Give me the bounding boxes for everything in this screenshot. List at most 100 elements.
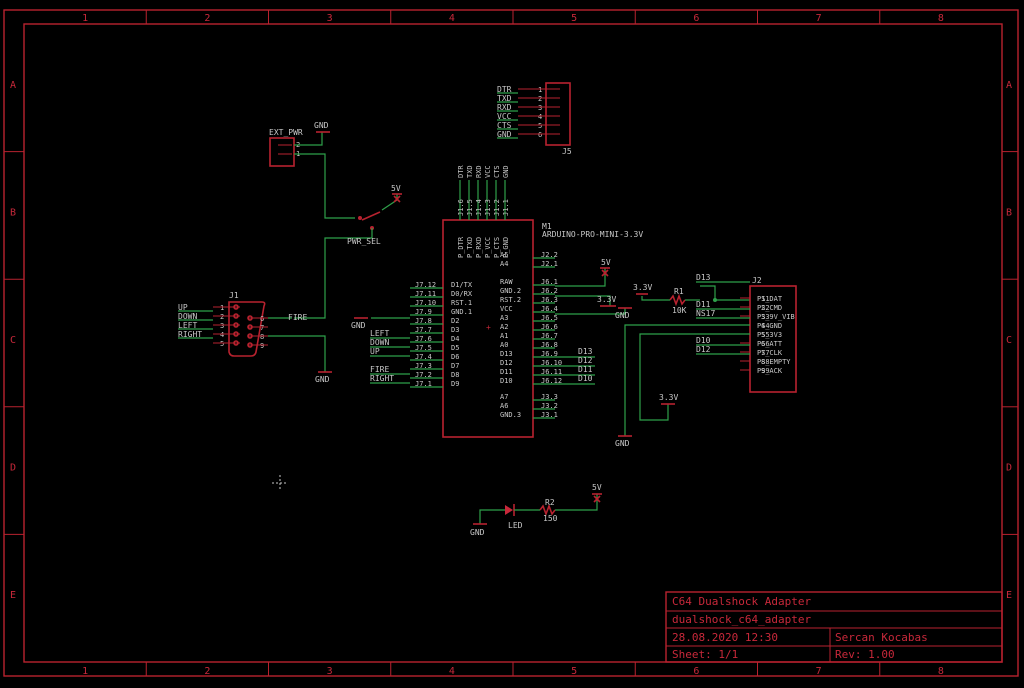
m1-left-pad: J7.10 — [415, 299, 436, 307]
row-marker: E — [10, 590, 16, 601]
row-marker: D — [1006, 463, 1012, 474]
m1-right-pad: J6.6 — [541, 323, 558, 331]
svg-text:GND: GND — [314, 121, 329, 130]
m1-right-pad: J6.4 — [541, 305, 558, 313]
m1-left-pin: D0/RX — [451, 290, 473, 298]
svg-text:5V: 5V — [601, 258, 611, 267]
j5-pin-number: 5 — [538, 122, 542, 130]
j2-net-label: D11 — [696, 300, 711, 309]
j1-pin-number: 8 — [260, 333, 264, 341]
j2-pad: PS9 — [757, 367, 770, 375]
svg-text:GND: GND — [615, 311, 630, 320]
column-marker: 3 — [327, 13, 333, 24]
filename-text: dualshock_c64_adapter — [672, 613, 811, 626]
m1-right-pad: J6.2 — [541, 287, 558, 295]
j5-pin-number: 2 — [538, 95, 542, 103]
m1-right-pin: GND.2 — [500, 287, 521, 295]
m1-top-pad: J1.3 — [484, 199, 492, 216]
m1-left-pad: J7.4 — [415, 353, 432, 361]
j2-pad: PS5 — [757, 331, 770, 339]
j2-pin-name: 4_GND — [761, 322, 782, 330]
led-label: LED — [508, 521, 523, 530]
gnd-symbol: GND — [470, 523, 487, 537]
j2-net-label: D12 — [696, 345, 711, 354]
m1-top-pin: P_DTR — [457, 236, 465, 258]
j5-net-label: DTR — [497, 85, 512, 94]
j5-net-label: CTS — [497, 121, 512, 130]
title-block: C64 Dualshock Adapter dualshock_c64_adap… — [665, 591, 1003, 663]
j2-pad: PS1 — [757, 295, 770, 303]
j1-net-label: RIGHT — [178, 330, 202, 339]
j1-pin-number: 6 — [260, 315, 264, 323]
svg-text:3.3V: 3.3V — [633, 283, 652, 292]
m1-right-pad: J3.3 — [541, 393, 558, 401]
j1-pin-number: 4 — [220, 331, 224, 339]
m1-right-pin: GND.3 — [500, 411, 521, 419]
m1-top-pin: P_TXD — [466, 237, 474, 258]
m1-value: ARDUINO-PRO-MINI-3.3V — [542, 230, 643, 239]
pwr-sel-label: PWR_SEL — [347, 237, 381, 246]
m1-top-net: VCC — [484, 165, 492, 178]
m1-left-pin: D4 — [451, 335, 459, 343]
j2-net-label: D10 — [696, 336, 711, 345]
3v3-symbol: 3.3V — [633, 283, 652, 295]
j1-pin-number: 7 — [260, 324, 264, 332]
j5-pin-number: 3 — [538, 104, 542, 112]
column-marker: 8 — [938, 13, 944, 24]
m1-right-pin: D12 — [500, 359, 513, 367]
m1-right-pad: J6.3 — [541, 296, 558, 304]
gnd-symbol: GND — [615, 307, 632, 320]
column-marker: 4 — [449, 13, 455, 24]
j2-pad: PS8 — [757, 358, 770, 366]
j2-net-label: NS17 — [696, 309, 715, 318]
j2-pin-name: 6_ATT — [761, 340, 783, 348]
3v3-symbol: 3.3V — [597, 295, 616, 307]
m1-right-pad: J3.1 — [541, 411, 558, 419]
m1-left-pin: D6 — [451, 353, 459, 361]
j2-pin-name: 2_CMD — [761, 304, 782, 312]
m1-right-pad: J6.5 — [541, 314, 558, 322]
row-marker: C — [1006, 335, 1012, 346]
m1-left-pad: J7.5 — [415, 344, 432, 352]
m1-left-pin: D3 — [451, 326, 459, 334]
j2-pad: PS3 — [757, 313, 770, 321]
svg-text:3.3V: 3.3V — [659, 393, 678, 402]
m1-right-pad: J3.2 — [541, 402, 558, 410]
m1-top-net: TXD — [466, 165, 474, 178]
m1-right-pin: A3 — [500, 314, 508, 322]
m1-left-pins: D1/TXJ7.12D0/RXJ7.11RST.1J7.10GND.1J7.9D… — [370, 281, 473, 388]
column-marker: 4 — [449, 666, 455, 677]
j1-pin-number: 2 — [220, 313, 224, 321]
m1-arduino-pro-mini: M1 ARDUINO-PRO-MINI-3.3V DTRJ1.6P_DTRTXD… — [370, 165, 643, 438]
column-marker: 5 — [571, 13, 577, 24]
j5-net-label: TXD — [497, 94, 512, 103]
m1-ref: M1 — [542, 222, 552, 231]
m1-left-pin: D5 — [451, 344, 459, 352]
m1-right-pad: J2.1 — [541, 260, 558, 268]
column-marker: 1 — [82, 13, 88, 24]
author-text: Sercan Kocabas — [835, 631, 928, 644]
m1-top-pin: P_CTS — [493, 237, 501, 258]
svg-text:GND: GND — [351, 321, 366, 330]
j2-pin-name: 9_ACK — [761, 367, 783, 375]
j2-pad: PS2 — [757, 304, 770, 312]
m1-right-pad: J6.11 — [541, 368, 562, 376]
title-text: C64 Dualshock Adapter — [672, 595, 811, 608]
svg-text:GND: GND — [615, 439, 630, 448]
m1-left-pin: GND.1 — [451, 308, 472, 316]
m1-right-pad: J6.10 — [541, 359, 562, 367]
j5-net-label: GND — [497, 130, 512, 139]
sheet-text: Sheet: 1/1 — [672, 648, 738, 661]
j2-pad: PS6 — [757, 340, 770, 348]
m1-left-pad: J7.9 — [415, 308, 432, 316]
m1-right-pin: A6 — [500, 402, 508, 410]
j1-fire-net: FIRE — [288, 313, 307, 322]
m1-left-pad: J7.6 — [415, 335, 432, 343]
